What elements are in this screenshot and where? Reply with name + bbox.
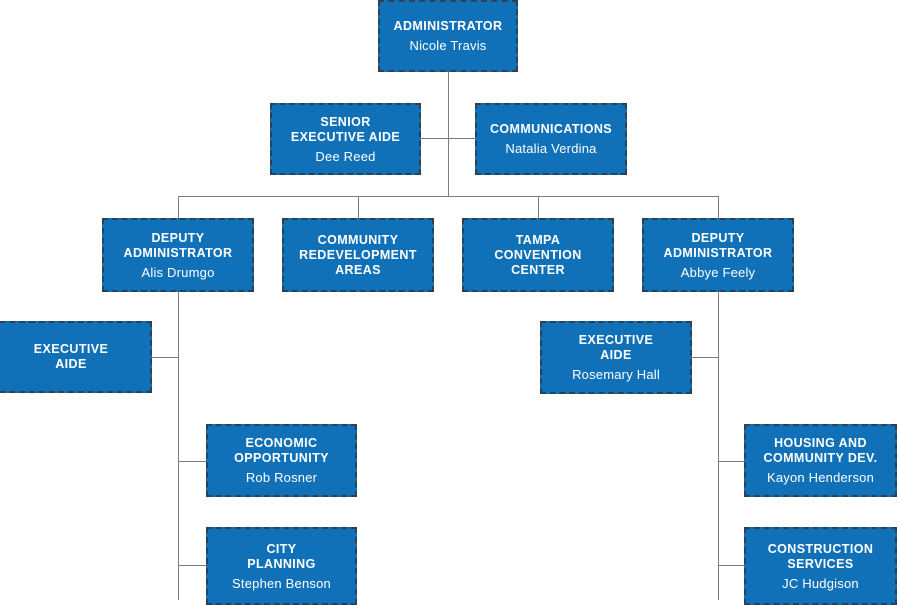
node-title: HOUSING AND COMMUNITY DEV. [763,436,878,465]
node-person-name: Rosemary Hall [572,367,660,382]
org-node-communications: COMMUNICATIONS Natalia Verdina [475,103,627,175]
connector-line [718,196,719,218]
connector-line [421,138,475,139]
node-title: CONSTRUCTION SERVICES [767,541,874,571]
connector-line [448,72,449,197]
connector-line [178,292,179,600]
connector-line [718,565,744,566]
node-person-name: Natalia Verdina [505,141,597,156]
org-node-senior-executive-aide: SENIOR EXECUTIVE AIDE Dee Reed [270,103,421,175]
connector-line [178,196,179,218]
node-person-name: Abbye Feely [680,264,756,280]
node-person-name: Rob Rosner [245,470,318,485]
org-node-community-redevelopment-areas: COMMUNITY REDEVELOPMENT AREAS [282,218,434,292]
connector-line [692,357,718,358]
node-title: ECONOMIC OPPORTUNITY [234,436,329,465]
org-node-administrator: ADMINISTRATOR Nicole Travis [378,0,518,72]
org-node-executive-aide-left: EXECUTIVE AIDE [0,321,152,393]
node-person-name: Dee Reed [315,148,376,164]
node-title: EXECUTIVE AIDE [578,333,654,362]
connector-line [358,196,359,218]
org-node-economic-opportunity: ECONOMIC OPPORTUNITY Rob Rosner [206,424,357,497]
org-node-executive-aide-hall: EXECUTIVE AIDE Rosemary Hall [540,321,692,394]
node-title: EXECUTIVE AIDE [33,342,109,371]
node-title: DEPUTY ADMINISTRATOR [123,230,233,260]
node-title: TAMPA CONVENTION CENTER [494,232,582,277]
node-title: SENIOR EXECUTIVE AIDE [290,114,401,144]
node-person-name: JC Hudgison [782,575,859,591]
connector-line [538,196,539,218]
node-person-name: Stephen Benson [232,575,331,591]
node-title: CITY PLANNING [247,541,316,571]
connector-line [718,461,744,462]
node-person-name: Nicole Travis [409,38,487,53]
org-node-tampa-convention-center: TAMPA CONVENTION CENTER [462,218,614,292]
org-node-deputy-administrator-drumgo: DEPUTY ADMINISTRATOR Alis Drumgo [102,218,254,292]
org-node-construction-services: CONSTRUCTION SERVICES JC Hudgison [744,527,897,605]
connector-line [150,357,178,358]
connector-line [178,461,206,462]
connector-line [178,565,206,566]
node-title: ADMINISTRATOR [393,19,503,33]
org-node-deputy-administrator-feely: DEPUTY ADMINISTRATOR Abbye Feely [642,218,794,292]
node-person-name: Alis Drumgo [141,264,215,280]
node-person-name: Kayon Henderson [766,470,875,485]
org-node-housing-community-dev: HOUSING AND COMMUNITY DEV. Kayon Henders… [744,424,897,497]
org-node-city-planning: CITY PLANNING Stephen Benson [206,527,357,605]
connector-line [178,196,719,197]
node-title: DEPUTY ADMINISTRATOR [663,230,773,260]
node-title: COMMUNITY REDEVELOPMENT AREAS [299,232,417,277]
connector-line [718,292,719,600]
node-title: COMMUNICATIONS [489,122,613,136]
